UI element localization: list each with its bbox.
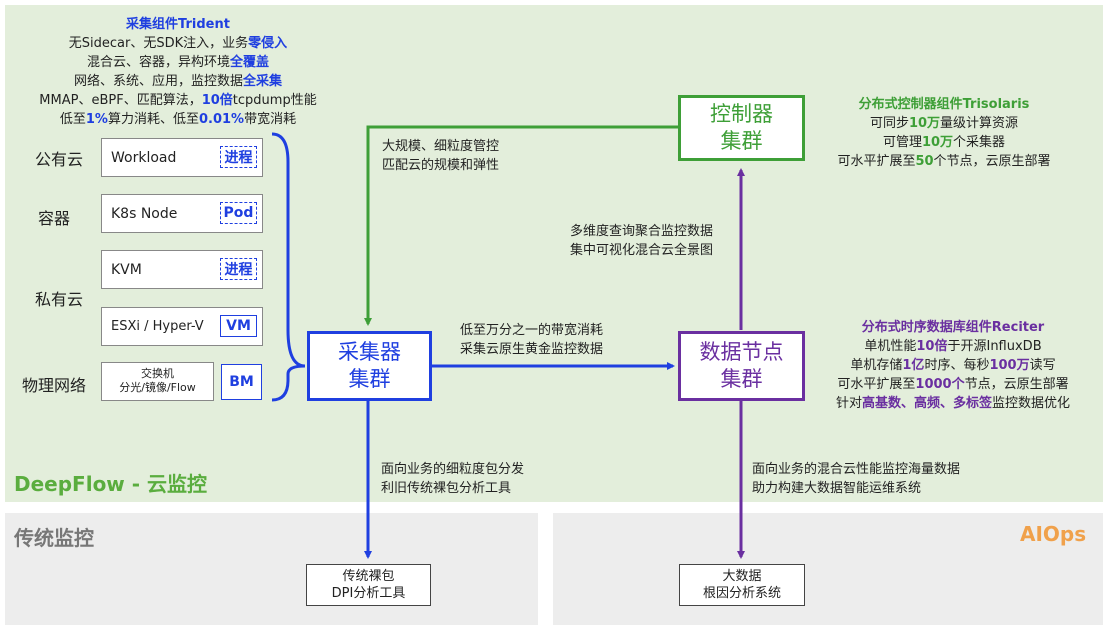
trident-line-3: 网络、系统、应用，监控数据全采集: [73, 74, 283, 89]
dpi-tool-line2: DPI分析工具: [331, 586, 406, 601]
aiops-region: [553, 513, 1103, 625]
bigdata-box: 大数据 根因分析系统: [679, 564, 805, 606]
workload-box: Workload: [101, 138, 263, 177]
trisolaris-title: 分布式控制器组件Trisolaris: [858, 97, 1030, 112]
dpi-tool-box: 传统裸包 DPI分析工具: [306, 564, 431, 606]
trident-line-2: 混合云、容器，异构环境全覆盖: [86, 55, 270, 70]
switch-label-1: 交换机: [141, 367, 174, 380]
collector-cluster: 采集器 集群: [307, 331, 432, 401]
edge-label-datanode-controller: 多维度查询聚合监控数据 集中可视化混合云全景图: [570, 224, 714, 258]
public-cloud-label: 公有云: [35, 150, 84, 169]
sources-brace: [271, 132, 306, 402]
workload-process-tag: 进程: [220, 146, 257, 168]
reciter-line-4: 针对高基数、高频、多标签监控数据优化: [835, 396, 1071, 411]
physical-network-label: 物理网络: [22, 376, 87, 395]
controller-cluster-line2: 集群: [720, 129, 763, 153]
workload-label: Workload: [111, 149, 177, 166]
trident-description: 采集组件Trident 无Sidecar、无SDK注入，业务零侵入 混合云、容器…: [18, 15, 338, 129]
trident-line-5: 低至1%算力消耗、低至0.01%带宽消耗: [59, 112, 297, 127]
edge-label-datanode-bigdata: 面向业务的混合云性能监控海量数据 助力构建大数据智能运维系统: [752, 462, 961, 496]
k8s-node-box: K8s Node: [101, 194, 263, 233]
trisolaris-line-2: 可管理10万个采集器: [882, 135, 1006, 150]
esxi-vm-tag: VM: [220, 315, 257, 337]
dpi-tool-line1: 传统裸包: [342, 569, 395, 584]
switch-label-2: 分光/镜像/Flow: [119, 381, 196, 394]
datanode-cluster-line2: 集群: [720, 367, 763, 391]
esxi-box: ESXi / Hyper-V: [101, 307, 263, 346]
datanode-cluster-line1: 数据节点: [699, 340, 784, 364]
reciter-title: 分布式时序数据库组件Reciter: [861, 320, 1045, 335]
reciter-description: 分布式时序数据库组件Reciter 单机性能10倍于开源InfluxDB 单机存…: [808, 318, 1098, 413]
reciter-line-1: 单机性能10倍于开源InfluxDB: [864, 339, 1042, 354]
edge-label-collector-dpi: 面向业务的细粒度包分发 利旧传统裸包分析工具: [381, 462, 525, 496]
brand-label: DeepFlow - 云监控: [14, 472, 208, 496]
kvm-label: KVM: [111, 261, 142, 278]
edge-label-collector-datanode: 低至万分之一的带宽消耗 采集云原生黄金监控数据: [460, 323, 604, 357]
bigdata-line2: 根因分析系统: [702, 586, 781, 601]
controller-cluster: 控制器 集群: [678, 95, 805, 161]
esxi-label: ESXi / Hyper-V: [111, 319, 204, 334]
trisolaris-line-1: 可同步10万量级计算资源: [869, 116, 1019, 131]
switch-box: 交换机 分光/镜像/Flow: [101, 362, 214, 401]
edge-label-controller-collector: 大规模、细粒度管控 匹配云的规模和弹性: [382, 139, 500, 173]
trisolaris-line-3: 可水平扩展至50个节点，云原生部署: [837, 154, 1051, 169]
controller-cluster-line1: 控制器: [710, 102, 773, 126]
container-label: 容器: [38, 209, 71, 228]
kvm-box: KVM: [101, 250, 263, 289]
collector-cluster-line1: 采集器: [338, 340, 401, 364]
controller-to-collector-arrow: [364, 125, 678, 326]
aiops-label: AIOps: [1020, 522, 1087, 546]
trident-title: 采集组件Trident: [126, 17, 230, 32]
bigdata-line1: 大数据: [722, 569, 762, 584]
trisolaris-description: 分布式控制器组件Trisolaris 可同步10万量级计算资源 可管理10万个采…: [814, 95, 1074, 171]
k8s-pod-tag: Pod: [220, 202, 257, 224]
private-cloud-label: 私有云: [35, 290, 84, 309]
trident-line-4: MMAP、eBPF、匹配算法，10倍tcpdump性能: [39, 93, 317, 108]
traditional-monitoring-label: 传统监控: [14, 526, 94, 550]
datanode-cluster: 数据节点 集群: [678, 331, 805, 401]
reciter-line-2: 单机存储1亿时序、每秒100万读写: [850, 358, 1056, 373]
reciter-line-3: 可水平扩展至1000个节点，云原生部署: [837, 377, 1069, 392]
k8s-node-label: K8s Node: [111, 205, 178, 222]
collector-cluster-line2: 集群: [348, 367, 391, 391]
traditional-monitoring-region: [5, 513, 538, 625]
trident-line-1: 无Sidecar、无SDK注入，业务零侵入: [68, 36, 288, 51]
kvm-process-tag: 进程: [220, 258, 257, 280]
switch-bm-tag: BM: [221, 364, 262, 400]
